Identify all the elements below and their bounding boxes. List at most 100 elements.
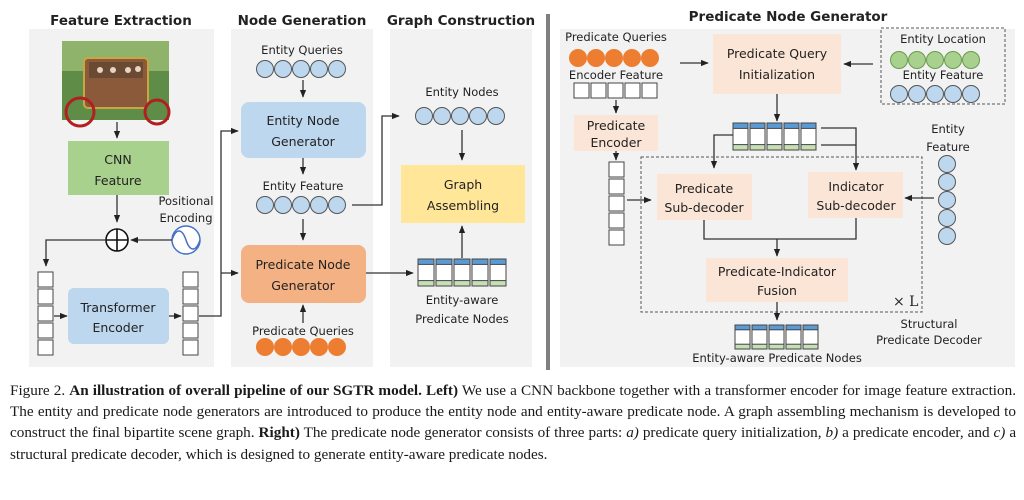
node-circle — [451, 107, 469, 125]
pred-subdec-label-2: Sub-decoder — [664, 200, 744, 215]
predicate-gen-label-1: Predicate Node — [255, 257, 350, 272]
node-circle — [433, 107, 451, 125]
entity-feature-side-circles — [938, 155, 956, 245]
fusion-label-2: Fusion — [757, 283, 797, 298]
entity-feature-label: Entity Feature — [263, 179, 344, 193]
predicate-query-slots — [732, 122, 817, 151]
token-box — [641, 82, 658, 99]
predicate-encoder-label-1: Predicate — [587, 118, 646, 133]
feature-extraction-title: Feature Extraction — [50, 13, 192, 29]
cnn-label-1: CNN — [104, 152, 131, 167]
predicate-slot — [453, 258, 471, 287]
positional-label-2: Encoding — [160, 211, 213, 225]
entity-queries-label: Entity Queries — [261, 43, 343, 57]
node-circle — [328, 338, 346, 356]
node-circle — [962, 85, 980, 103]
node-circle — [256, 60, 274, 78]
token-box — [608, 229, 625, 246]
node-circle — [292, 338, 310, 356]
ind-subdec-label-1: Indicator — [828, 179, 884, 194]
node-circle — [469, 107, 487, 125]
predicate-slot — [802, 324, 819, 350]
predicate-queries-label: Predicate Queries — [252, 324, 354, 338]
fusion-label-1: Predicate-Indicator — [718, 264, 837, 279]
input-image — [62, 41, 171, 128]
caption-part-b: b) — [825, 424, 839, 442]
predicate-queries-circles — [256, 338, 346, 356]
node-circle — [274, 338, 292, 356]
query-init-box — [713, 34, 841, 94]
predicate-slot — [734, 324, 751, 350]
indicator-subdecoder-box — [808, 172, 903, 218]
cnn-feature-box — [68, 141, 169, 195]
predicate-generator-title: Predicate Node Generator — [689, 9, 888, 25]
caption-left-tag: Left) — [425, 382, 459, 399]
repeat-label: × L — [893, 294, 918, 310]
caption-right-text: The predicate node generator consists of… — [303, 424, 623, 442]
node-circle — [641, 49, 659, 67]
pipeline-figure: Feature Extraction Node Generation Graph… — [29, 9, 1015, 370]
token-box — [573, 82, 590, 99]
positional-encoding-icon — [171, 225, 201, 255]
caption-title: An illustration of overall pipeline of o… — [69, 382, 422, 399]
figure-caption: Figure 2. An illustration of overall pip… — [10, 380, 1016, 465]
encoder-feature-label: Encoder Feature — [569, 68, 663, 82]
node-circle — [415, 107, 433, 125]
token-box — [624, 82, 641, 99]
node-circle — [890, 85, 908, 103]
node-circle — [944, 85, 962, 103]
entity-feature-circles — [256, 196, 346, 214]
caption-part-c-text: a structural predicate decoder, which is… — [10, 424, 1017, 463]
node-circle — [926, 51, 944, 69]
structural-decoder-group — [640, 156, 923, 313]
node-circle — [938, 227, 956, 245]
pred-nodes-label-1: Entity-aware — [426, 293, 499, 307]
predicate-slot — [768, 324, 785, 350]
fusion-box — [706, 258, 848, 302]
node-circle — [292, 60, 310, 78]
node-circle — [274, 196, 292, 214]
token-box — [608, 212, 625, 229]
caption-right-tag: Right) — [258, 424, 300, 442]
entity-node-generator-box — [241, 102, 366, 158]
node-generation-title: Node Generation — [238, 13, 367, 29]
entity-queries-circles — [256, 60, 346, 78]
predicate-slot — [785, 324, 802, 350]
node-circle — [310, 338, 328, 356]
predicate-slot — [766, 122, 783, 151]
output-predicate-slots — [734, 324, 819, 350]
node-circle — [274, 60, 292, 78]
section-divider — [546, 14, 550, 370]
entity-feature-side-label-2: Feature — [926, 140, 969, 154]
predicate-slot — [417, 258, 435, 287]
predicate-subdecoder-box — [657, 174, 752, 220]
entity-aware-predicate-nodes — [417, 258, 507, 287]
predicate-node-generator-box — [241, 245, 366, 303]
predicate-slot — [783, 122, 800, 151]
caption-left-text: We use a CNN backbone together with a tr… — [10, 382, 1017, 442]
predicate-slot — [435, 258, 453, 287]
predicate-encoder-label-2: Encoder — [590, 135, 642, 150]
entity-nodes-circles — [415, 107, 505, 125]
assembling-label-2: Assembling — [427, 198, 499, 213]
predicate-slot — [732, 122, 749, 151]
token-box — [590, 82, 607, 99]
caption-part-a-text: predicate query initialization, — [642, 424, 822, 442]
caption-part-c: c) — [993, 424, 1006, 442]
node-circle — [938, 155, 956, 173]
node-circle — [926, 85, 944, 103]
encoder-feature-tokens — [573, 82, 658, 99]
graph-assembling-box — [401, 165, 525, 223]
node-circle — [487, 107, 505, 125]
entity-feature-side-label-1: Entity — [931, 122, 965, 136]
output-label: Entity-aware Predicate Nodes — [692, 351, 862, 365]
pred-subdec-label-1: Predicate — [675, 181, 734, 196]
node-circle — [310, 196, 328, 214]
node-circle — [908, 85, 926, 103]
pred-nodes-label-2: Predicate Nodes — [415, 312, 508, 326]
predicate-slot — [749, 122, 766, 151]
predicate-slot — [489, 258, 507, 287]
node-circle — [908, 51, 926, 69]
structural-label-2: Predicate Decoder — [876, 333, 982, 347]
node-circle — [605, 49, 623, 67]
